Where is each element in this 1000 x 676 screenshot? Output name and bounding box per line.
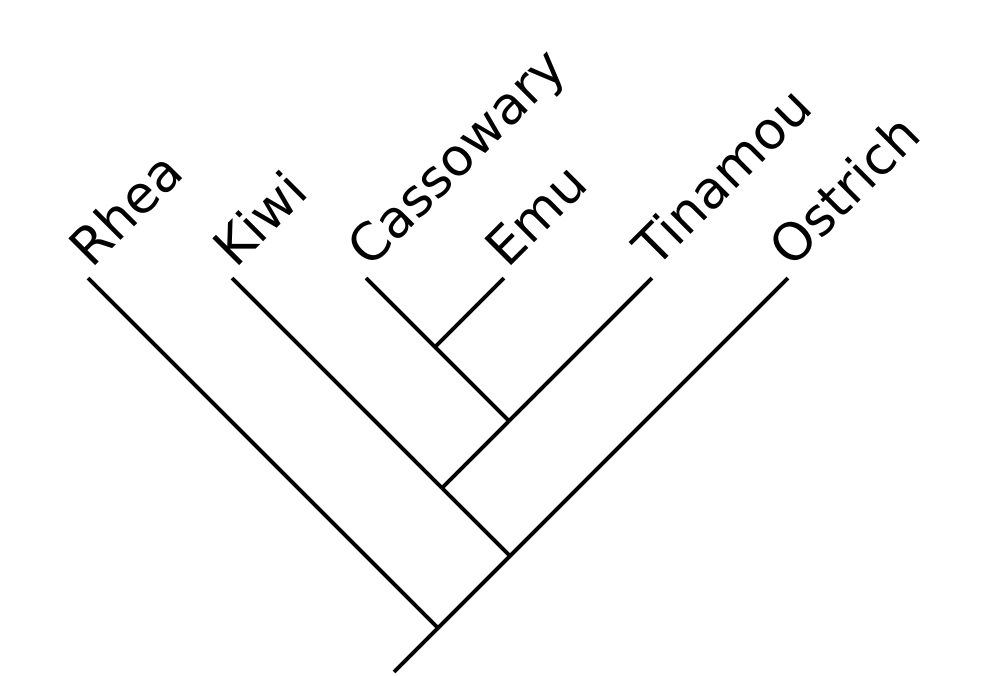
branch-ostrich-and-root xyxy=(392,276,790,674)
taxon-label-rhea: Rhea xyxy=(58,142,194,278)
taxon-label-emu: Emu xyxy=(474,153,599,278)
branch-rhea xyxy=(86,276,440,630)
taxon-label-kiwi: Kiwi xyxy=(202,161,319,278)
branch-emu xyxy=(433,276,506,349)
branch-kiwi-cassowary-emu-tinamou-stem xyxy=(440,486,512,558)
branch-tinamou xyxy=(507,276,654,423)
branch-kiwi xyxy=(230,276,444,490)
branch-cassowary-emu-tinamou-stem xyxy=(440,419,511,490)
branch-cassowary-and-cassowary-emu-stem xyxy=(364,276,511,423)
branches-group xyxy=(86,276,790,674)
